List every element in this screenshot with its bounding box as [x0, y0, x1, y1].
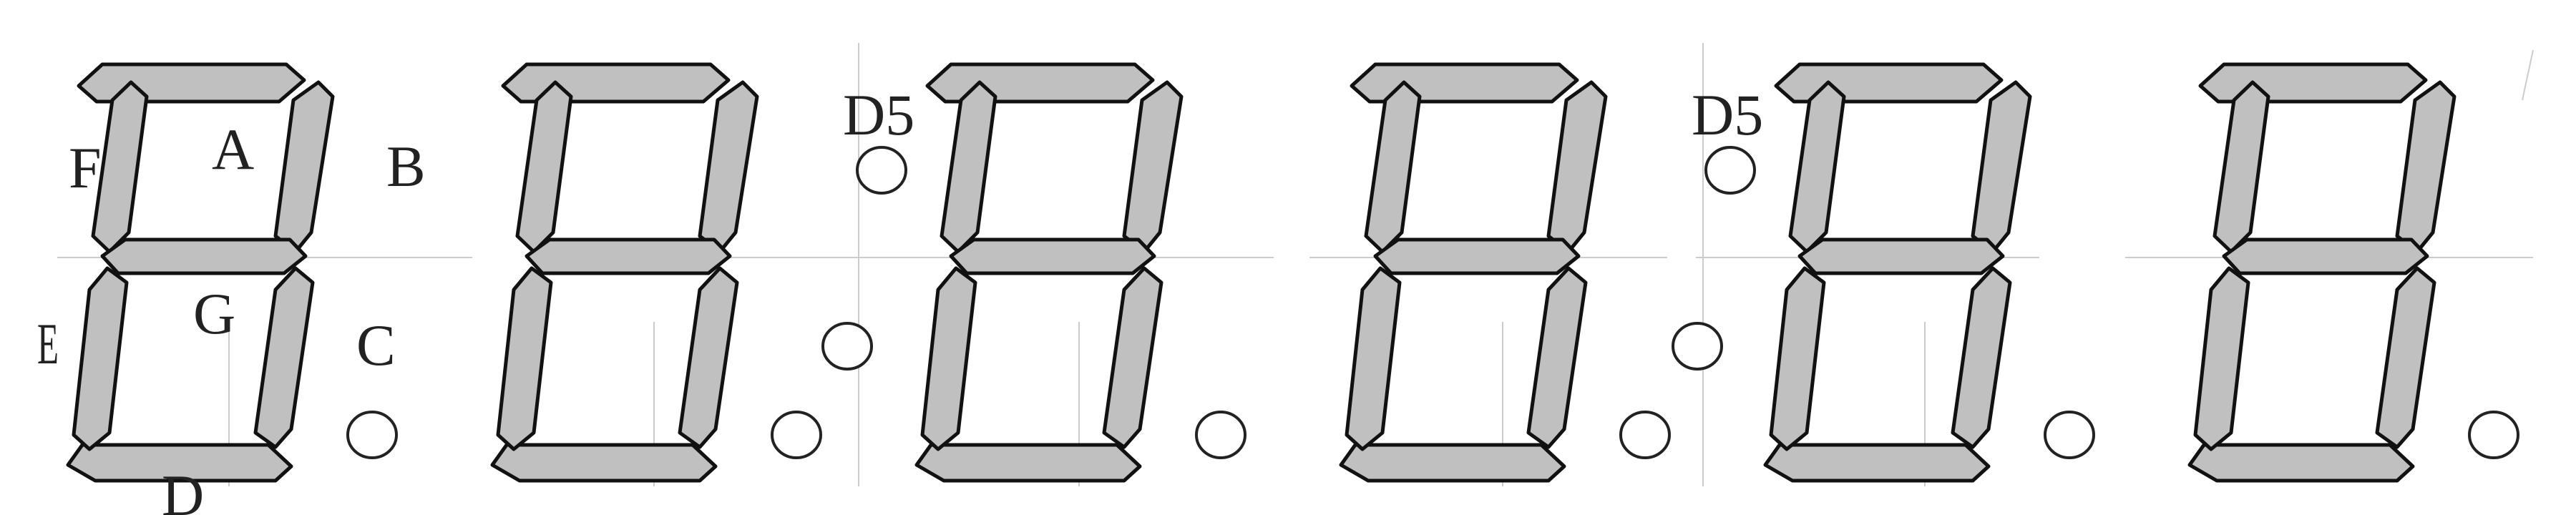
segment-g: [2222, 237, 2429, 275]
segment-b: [273, 80, 335, 254]
colon-dot-lower: [1672, 322, 1723, 371]
segment-c: [253, 266, 315, 449]
digit-4: [1339, 62, 1671, 483]
decimal-point-dot: [771, 411, 822, 459]
digit-3: [914, 62, 1246, 483]
label-d: D: [162, 463, 204, 515]
segment-g: [100, 237, 308, 275]
segment-c: [2375, 266, 2436, 449]
segment-g: [525, 237, 732, 275]
segment-d: [1763, 443, 1991, 483]
dp-label-1: D5: [843, 82, 914, 147]
guide-line-diag: [2522, 49, 2534, 101]
segment-b: [1122, 80, 1184, 254]
segment-f: [515, 80, 573, 254]
segment-f: [1364, 80, 1422, 254]
digit-1: [66, 62, 398, 483]
segment-e: [2193, 266, 2250, 451]
segment-a: [501, 62, 731, 104]
segment-e: [496, 266, 553, 451]
decimal-point-dot: [1619, 411, 1671, 459]
segment-b: [2395, 80, 2457, 254]
segment-a: [1774, 62, 2004, 104]
digit-6: [2187, 62, 2519, 483]
segment-e: [72, 266, 129, 451]
label-g: G: [193, 281, 235, 346]
segment-c: [1102, 266, 1163, 449]
segment-a: [1350, 62, 1579, 104]
dp-label-2: D5: [1692, 82, 1763, 147]
segment-a: [2198, 62, 2428, 104]
segment-d: [914, 443, 1142, 483]
colon-dot-lower: [821, 322, 873, 371]
decimal-point-dot: [2044, 411, 2095, 459]
segment-labels: A B C D E F G D5 D5: [37, 82, 1763, 515]
segment-d: [490, 443, 718, 483]
segment-f: [1788, 80, 1846, 254]
segment-e: [1345, 266, 1402, 451]
segment-e: [920, 266, 977, 451]
segment-b: [698, 80, 759, 254]
segment-d: [1339, 443, 1566, 483]
segment-b: [1546, 80, 1608, 254]
guide-lines: [57, 43, 2534, 486]
label-e: E: [37, 311, 59, 376]
segment-b: [1971, 80, 2032, 254]
digit-2: [490, 62, 822, 483]
segment-d: [66, 443, 293, 483]
segment-a: [925, 62, 1155, 104]
decimal-point-dot: [2468, 411, 2519, 459]
segment-g: [1373, 237, 1581, 275]
colon-dot-upper: [1704, 146, 1756, 195]
segment-f: [940, 80, 997, 254]
segment-a: [77, 62, 306, 104]
segment-c: [1526, 266, 1588, 449]
digit-5: [1763, 62, 2095, 483]
label-c: C: [356, 313, 396, 378]
segment-d: [2187, 443, 2415, 483]
segment-e: [1769, 266, 1826, 451]
segment-c: [1951, 266, 2012, 449]
label-f: F: [69, 135, 102, 200]
decimal-point-dot: [346, 411, 398, 459]
segment-c: [678, 266, 739, 449]
label-b: B: [386, 134, 426, 199]
digit-row: [66, 62, 2519, 483]
decimal-point-dot: [1195, 411, 1246, 459]
segment-g: [949, 237, 1156, 275]
label-a: A: [212, 117, 254, 182]
colon-dot-upper: [856, 146, 907, 195]
segment-g: [1797, 237, 2005, 275]
segment-f: [2212, 80, 2270, 254]
